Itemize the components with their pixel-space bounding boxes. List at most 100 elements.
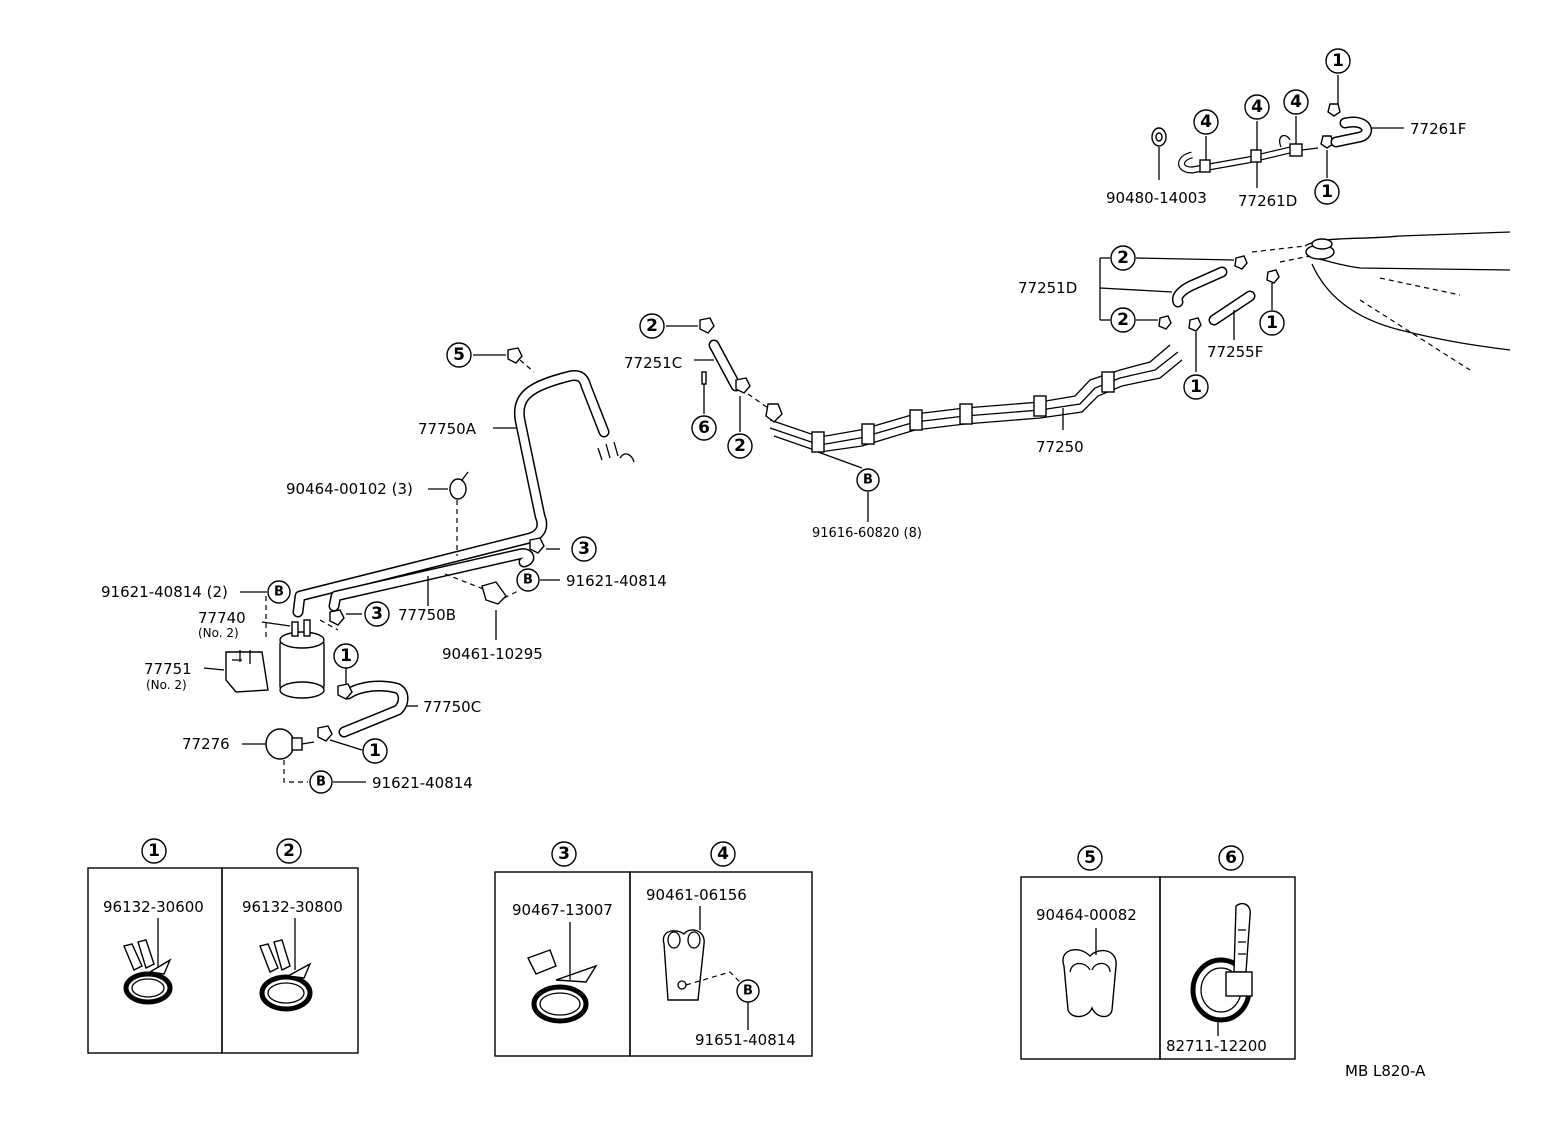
label-77740-sub: (No. 2)	[198, 626, 239, 640]
callout-4-right[interactable]: 4	[1283, 89, 1309, 115]
label-77261D[interactable]: 77261D	[1238, 192, 1297, 210]
svg-text:B: B	[274, 585, 284, 600]
callout-2-77251D-top[interactable]: 2	[1110, 245, 1136, 271]
svg-text:5: 5	[453, 345, 465, 365]
svg-text:1: 1	[340, 646, 352, 666]
label-77750B[interactable]: 77750B	[398, 606, 456, 624]
legend-group-1-2: 1 2 96132-30600 96132-30800	[87, 838, 359, 1054]
legend-6-part[interactable]: 82711-12200	[1166, 1037, 1267, 1055]
label-91621-40814-bottom[interactable]: 91621-40814	[372, 774, 473, 792]
svg-text:3: 3	[578, 539, 590, 559]
label-77751-sub: (No. 2)	[146, 678, 187, 692]
hose-clamp-icon-1	[123, 918, 173, 1005]
callout-1-lower[interactable]: 1	[1314, 179, 1340, 205]
hose-77251C	[666, 317, 769, 432]
legend-5-number: 5	[1084, 848, 1096, 868]
svg-text:1: 1	[1266, 313, 1278, 333]
svg-text:1: 1	[1321, 182, 1333, 202]
callout-B-77276[interactable]: B	[309, 770, 333, 794]
legend-2-part[interactable]: 96132-30800	[242, 898, 343, 916]
hose-clamp-icon-2	[259, 918, 313, 1012]
svg-text:1: 1	[1332, 51, 1344, 71]
legend-3-number: 3	[558, 844, 570, 864]
label-90461-10295[interactable]: 90461-10295	[442, 645, 543, 663]
footer-code: MB L820-A	[1345, 1062, 1426, 1080]
svg-text:1: 1	[1190, 377, 1202, 397]
callout-B-legend-4[interactable]: B	[736, 979, 760, 1003]
legend-5-part[interactable]: 90464-00082	[1036, 906, 1137, 924]
callout-5[interactable]: 5	[446, 342, 472, 368]
hose-77750C	[317, 668, 418, 751]
callout-2-77251D-bottom[interactable]: 2	[1110, 307, 1136, 333]
svg-text:4: 4	[1251, 97, 1263, 117]
label-77251D[interactable]: 77251D	[1018, 279, 1077, 297]
callout-1-top[interactable]: 1	[1325, 48, 1351, 74]
cable-tie-icon-6	[1190, 902, 1253, 1036]
legend-2-number: 2	[283, 841, 295, 861]
callout-2-77251C-top[interactable]: 2	[639, 313, 665, 339]
label-77740[interactable]: 77740	[198, 609, 246, 627]
hose-assembly-77261	[1151, 75, 1404, 188]
svg-text:1: 1	[369, 741, 381, 761]
legend-group-5-6: 5 6 90464-00082 82711-12200	[1020, 845, 1296, 1060]
hose-77750B	[328, 537, 560, 640]
callout-3-upper[interactable]: 3	[571, 536, 597, 562]
callout-1-77750C-top[interactable]: 1	[333, 643, 359, 669]
svg-text:B: B	[743, 984, 753, 999]
legend-6-number: 6	[1225, 848, 1237, 868]
callout-6[interactable]: 6	[691, 415, 717, 441]
svg-text:B: B	[523, 573, 533, 588]
fuel-tank-outline	[1251, 231, 1511, 371]
callout-3-lower[interactable]: 3	[364, 601, 390, 627]
bracket-77751	[203, 650, 269, 693]
callout-1-77255F-bottom[interactable]: 1	[1183, 374, 1209, 400]
svg-text:6: 6	[698, 418, 710, 438]
label-90480-14003[interactable]: 90480-14003	[1106, 189, 1207, 207]
hose-77750A	[292, 347, 635, 618]
hose-clamp-icon-3	[527, 922, 598, 1024]
hose-77255F	[1188, 269, 1280, 372]
svg-text:3: 3	[371, 604, 383, 624]
label-91621-40814-right[interactable]: 91621-40814	[566, 572, 667, 590]
svg-text:4: 4	[1290, 92, 1302, 112]
legend-4-part[interactable]: 90461-06156	[646, 886, 747, 904]
label-91621-40814-2[interactable]: 91621-40814 (2)	[101, 583, 228, 601]
label-77276[interactable]: 77276	[182, 735, 230, 753]
label-77251C[interactable]: 77251C	[624, 354, 682, 372]
label-77255F[interactable]: 77255F	[1207, 343, 1263, 361]
clip-90464-00102	[428, 471, 469, 556]
label-77751[interactable]: 77751	[144, 660, 192, 678]
legend-3-part[interactable]: 90467-13007	[512, 901, 613, 919]
svg-text:2: 2	[1117, 310, 1129, 330]
svg-text:2: 2	[1117, 248, 1129, 268]
callout-4-mid[interactable]: 4	[1244, 94, 1270, 120]
label-90464-00102[interactable]: 90464-00102 (3)	[286, 480, 413, 498]
legend-1-number: 1	[148, 841, 160, 861]
canister-77740	[261, 619, 339, 699]
legend-1-part[interactable]: 96132-30600	[103, 898, 204, 916]
label-77750C[interactable]: 77750C	[423, 698, 481, 716]
svg-text:2: 2	[734, 436, 746, 456]
label-91616-60820[interactable]: 91616-60820 (8)	[812, 526, 922, 541]
label-77250[interactable]: 77250	[1036, 438, 1084, 456]
svg-text:B: B	[863, 473, 873, 488]
callout-1-77750C-bottom[interactable]: 1	[362, 738, 388, 764]
callout-B-90461[interactable]: B	[516, 568, 540, 592]
label-77261F[interactable]: 77261F	[1410, 120, 1466, 138]
legend-group-3-4: 3 4 90467-13007 90461-06156 B 91651-4081…	[494, 841, 813, 1057]
pipe-clamp-icon-4	[662, 906, 743, 1001]
legend-4-number: 4	[717, 844, 729, 864]
legend-4-bolt-part[interactable]: 91651-40814	[695, 1031, 796, 1049]
callout-2-77251C-bottom[interactable]: 2	[727, 433, 753, 459]
fuel-pipe-77250	[765, 344, 1183, 522]
wire-clip-icon-5	[1062, 928, 1117, 1018]
callout-4-left[interactable]: 4	[1193, 109, 1219, 135]
callout-B-77250[interactable]: B	[856, 468, 880, 492]
callout-1-77255F-top[interactable]: 1	[1259, 310, 1285, 336]
svg-text:B: B	[316, 775, 326, 790]
hose-77251D	[1099, 255, 1248, 330]
label-77750A[interactable]: 77750A	[418, 420, 477, 438]
callout-B-77740[interactable]: B	[267, 580, 291, 604]
svg-text:4: 4	[1200, 112, 1212, 132]
